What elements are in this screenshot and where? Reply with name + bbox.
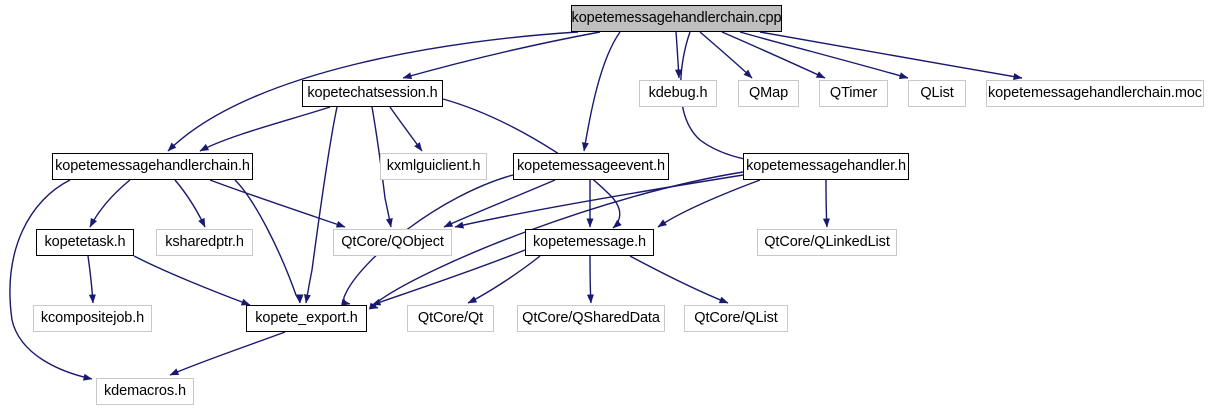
graph-node-label: QMap bbox=[748, 85, 789, 102]
edge-n10-to-n14 bbox=[657, 179, 761, 228]
edge-n10-to-n15 bbox=[822, 179, 830, 228]
edge-n14-to-n19 bbox=[586, 255, 594, 304]
edge-n0-to-n2 bbox=[674, 31, 682, 79]
edge-n0-to-n9 bbox=[581, 31, 621, 152]
graph-node-ksharedptr-h[interactable]: ksharedptr.h bbox=[156, 229, 253, 256]
graph-node-kopetemessagehandler-h[interactable]: kopetemessagehandler.h bbox=[743, 153, 909, 180]
graph-node-label: kopetemessageevent.h bbox=[517, 158, 665, 175]
edge-n0-to-n5 bbox=[739, 31, 909, 80]
graph-node-label: QtCore/QObject bbox=[341, 234, 444, 251]
graph-node-kopetemessagehandlerchain-h[interactable]: kopetemessagehandlerchain.h bbox=[52, 153, 253, 180]
edge-n0-to-n7 bbox=[167, 31, 579, 152]
edge-n1-to-n8 bbox=[389, 106, 423, 152]
graph-node-kxmlguiclient-h[interactable]: kxmlguiclient.h bbox=[380, 153, 487, 180]
edge-n14-to-n17 bbox=[371, 249, 526, 306]
edge-n0-to-n6 bbox=[759, 31, 1023, 80]
graph-node-qtcore-qlinkedlist[interactable]: QtCore/QLinkedList bbox=[757, 229, 897, 256]
graph-node-label: kopetemessagehandlerchain.cpp bbox=[571, 10, 782, 27]
graph-node-kopetemessagehandlerchain-cpp[interactable]: kopetemessagehandlerchain.cpp bbox=[571, 5, 782, 32]
edge-n14-to-n20 bbox=[629, 255, 729, 304]
graph-node-label: kopetemessage.h bbox=[533, 234, 646, 251]
edge-n9-to-n17 bbox=[340, 174, 514, 306]
graph-node-label: kopetetask.h bbox=[44, 234, 126, 251]
edge-n9-to-n13 bbox=[443, 179, 556, 228]
edge-n0-to-n3 bbox=[699, 31, 753, 79]
graph-node-label: QList bbox=[920, 85, 954, 102]
graph-node-qmap[interactable]: QMap bbox=[738, 80, 799, 107]
graph-node-label: kopetechatsession.h bbox=[307, 85, 438, 102]
edge-n0-to-n4 bbox=[721, 31, 826, 79]
edge-n7-to-n11 bbox=[89, 179, 131, 228]
graph-node-label: kopete_export.h bbox=[255, 310, 358, 327]
graph-node-label: QtCore/QSharedData bbox=[522, 310, 660, 327]
edge-n11-to-n17 bbox=[133, 255, 251, 306]
graph-node-kdebug-h[interactable]: kdebug.h bbox=[639, 80, 717, 107]
edge-n17-to-n21 bbox=[169, 331, 286, 376]
graph-node-qtcore-qobject[interactable]: QtCore/QObject bbox=[333, 229, 452, 256]
edge-n7-to-n21 bbox=[9, 179, 93, 381]
graph-node-qtcore-qt[interactable]: QtCore/Qt bbox=[407, 305, 494, 332]
graph-node-label: kxmlguiclient.h bbox=[386, 158, 481, 175]
graph-node-label: QtCore/Qt bbox=[417, 310, 484, 327]
graph-node-label: QtCore/QList bbox=[694, 310, 778, 327]
graph-node-label: kdemacros.h bbox=[104, 383, 186, 400]
edge-n14-to-n18 bbox=[467, 255, 541, 304]
graph-node-label: kopetemessagehandlerchain.moc bbox=[988, 85, 1202, 102]
graph-node-kopete-export-h[interactable]: kopete_export.h bbox=[246, 305, 367, 332]
edge-n0-to-n1 bbox=[402, 31, 601, 80]
graph-node-label: kcompositejob.h bbox=[40, 310, 145, 327]
graph-node-qtcore-qlist[interactable]: QtCore/QList bbox=[684, 305, 788, 332]
graph-node-qtimer[interactable]: QTimer bbox=[819, 80, 888, 107]
edge-n7-to-n17 bbox=[234, 179, 304, 304]
graph-node-kopetemessageevent-h[interactable]: kopetemessageevent.h bbox=[513, 153, 669, 180]
graph-node-qtcore-qshareddata[interactable]: QtCore/QSharedData bbox=[517, 305, 665, 332]
graph-node-kopetechatsession-h[interactable]: kopetechatsession.h bbox=[302, 80, 443, 107]
edge-n7-to-n13 bbox=[209, 179, 346, 228]
edge-n1-to-n13 bbox=[371, 106, 393, 228]
graph-node-label: kopetemessagehandlerchain.h bbox=[55, 158, 250, 175]
graph-node-kopetemessagehandlerchain-moc[interactable]: kopetemessagehandlerchain.moc bbox=[986, 80, 1204, 107]
graph-node-label: ksharedptr.h bbox=[165, 234, 244, 251]
graph-node-kdemacros-h[interactable]: kdemacros.h bbox=[96, 378, 194, 405]
graph-node-label: kopetemessagehandler.h bbox=[746, 158, 906, 175]
edge-n7-to-n12 bbox=[174, 179, 206, 228]
graph-node-qlist[interactable]: QList bbox=[908, 80, 966, 107]
graph-node-label: kdebug.h bbox=[648, 85, 708, 102]
graph-node-kcompositejob-h[interactable]: kcompositejob.h bbox=[33, 305, 152, 332]
edge-n1-to-n17 bbox=[303, 106, 338, 304]
graph-node-label: QTimer bbox=[829, 85, 878, 102]
edge-n1-to-n7 bbox=[199, 106, 331, 152]
graph-node-label: QtCore/QLinkedList bbox=[764, 234, 890, 251]
edge-n11-to-n16 bbox=[87, 255, 96, 304]
graph-node-kopetemessage-h[interactable]: kopetemessage.h bbox=[525, 229, 654, 256]
edge-n10-to-n13 bbox=[454, 174, 744, 229]
graph-node-kopetetask-h[interactable]: kopetetask.h bbox=[36, 229, 134, 256]
